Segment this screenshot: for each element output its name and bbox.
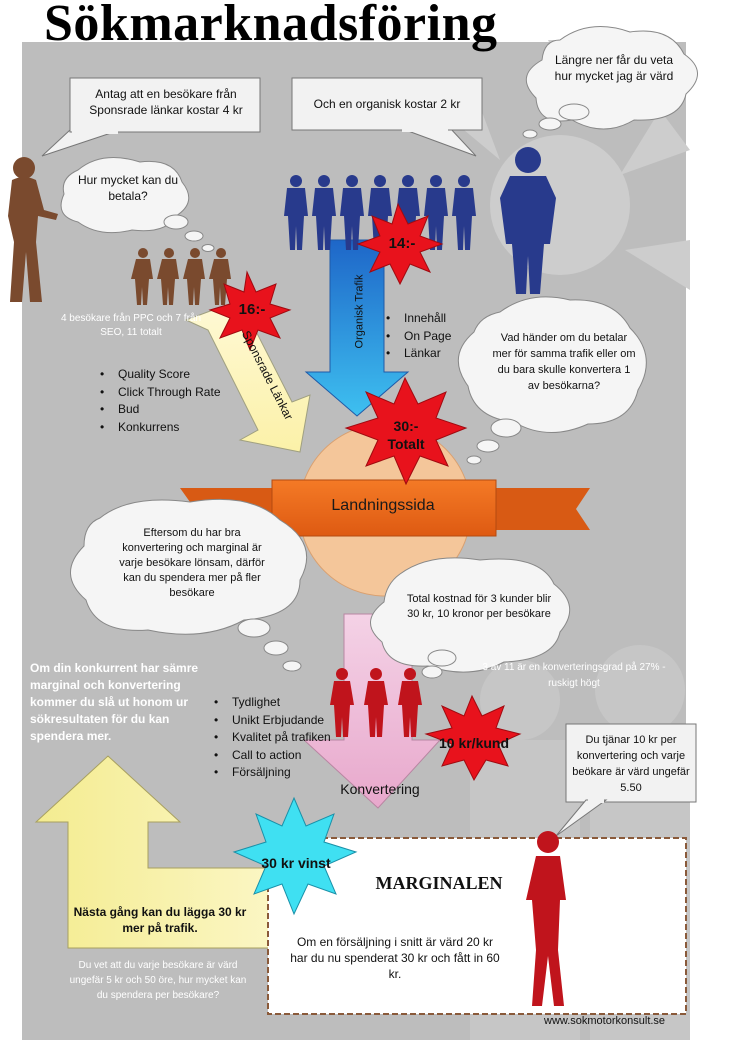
- total-cost-text: Total kostnad för 3 kunder blir 30 kr, 1…: [406, 593, 552, 620]
- earn-per-conversion-bubble: [555, 723, 697, 837]
- conversion-rate-note: 3 av 11 är en konverteringsgrad på 27% -…: [482, 662, 666, 689]
- conversion-factor: Försäljning: [214, 764, 331, 782]
- visitor-value-question: Du vet att du varje besökare är värd ung…: [69, 960, 247, 1001]
- earn-per-conversion-text: Du tjänar 10 kr per konvertering och var…: [572, 734, 690, 794]
- profit-burst: [232, 796, 358, 916]
- value-later-text: Längre ner får du veta hur mycket jag är…: [554, 53, 674, 83]
- seo-factor: Innehåll: [386, 310, 451, 328]
- good-conversion-bubble: [70, 498, 308, 672]
- sponsored-links-arrow: [184, 299, 311, 453]
- website-url: www.sokmotorkonsult.se: [544, 1015, 666, 1027]
- customer-woman: [526, 831, 566, 1006]
- margin-text: Om en försäljning i snitt är värd 20 kr …: [290, 935, 500, 981]
- conversion-factor: Tydlighet: [214, 694, 331, 712]
- ppc-factor: Quality Score: [100, 366, 221, 384]
- ppc-cost-text: Antag att en besökare från Sponsrade län…: [89, 87, 243, 117]
- total-burst-amount: 30:-: [393, 418, 419, 434]
- total-cost-bubble: [370, 557, 570, 679]
- next-time-text: Nästa gång kan du lägga 30 kr mer på tra…: [73, 905, 247, 935]
- organic-visitors: [284, 175, 476, 250]
- conversion-label: Konvertering: [340, 781, 420, 797]
- ppc-factor: Bud: [100, 401, 221, 419]
- conversion-factors-list: Tydlighet Unikt Erbjudande Kvalitet på t…: [214, 694, 331, 782]
- per-conversion-burst-label: 10 kr/kund: [438, 735, 510, 751]
- conversion-factor: Kvalitet på trafiken: [214, 729, 331, 747]
- ppc-factors-list: Quality Score Click Through Rate Bud Kon…: [100, 366, 221, 436]
- how-much-pay-bubble: [60, 157, 215, 252]
- ppc-business-woman: [8, 157, 58, 302]
- organic-business-man: [500, 147, 556, 294]
- organic-cost-text: Och en organisk kostar 2 kr: [313, 97, 461, 111]
- ppc-cost-burst: [208, 270, 292, 352]
- total-burst-label: Totalt: [387, 436, 425, 452]
- profit-burst-label: 30 kr vinst: [261, 855, 331, 871]
- conversion-factor: Unikt Erbjudande: [214, 712, 331, 730]
- good-conversion-text: Eftersom du har bra konvertering och mar…: [119, 527, 265, 599]
- value-later-bubble: [522, 26, 698, 139]
- organic-cost-burst: [356, 202, 444, 286]
- converted-visitors: [330, 668, 422, 737]
- organic-cost-burst-label: 14:-: [388, 235, 416, 252]
- visitors-note: 4 besökare från PPC och 7 från SEO, 11 t…: [60, 313, 202, 338]
- margin-box: [267, 837, 687, 1015]
- pay-more-text: Vad händer om du betalar mer för samma t…: [492, 332, 636, 392]
- competitor-note: Om din konkurrent har sämre marginal och…: [30, 661, 199, 743]
- total-burst: [344, 376, 468, 486]
- how-much-pay-text: Hur mycket kan du betala?: [77, 173, 179, 203]
- organic-cost-bubble: [291, 77, 483, 157]
- ppc-factor: Click Through Rate: [100, 384, 221, 402]
- page-title: Sökmarknadsföring: [44, 0, 498, 52]
- organic-traffic-label: Organisk Trafik: [353, 274, 366, 349]
- per-conversion-burst: [424, 694, 522, 782]
- seo-factor: On Page: [386, 328, 451, 346]
- pay-more-bubble: [457, 296, 647, 465]
- seo-factors-list: Innehåll On Page Länkar: [386, 310, 451, 363]
- ppc-factor: Konkurrens: [100, 419, 221, 437]
- landing-page-label: Landningssida: [331, 497, 435, 514]
- conversion-factor: Call to action: [214, 747, 331, 765]
- ppc-visitors: [131, 248, 231, 305]
- seo-factor: Länkar: [386, 345, 451, 363]
- ppc-cost-bubble: [41, 77, 261, 157]
- ppc-cost-burst-label: 16:-: [238, 301, 266, 318]
- margin-heading: MARGINALEN: [375, 873, 503, 893]
